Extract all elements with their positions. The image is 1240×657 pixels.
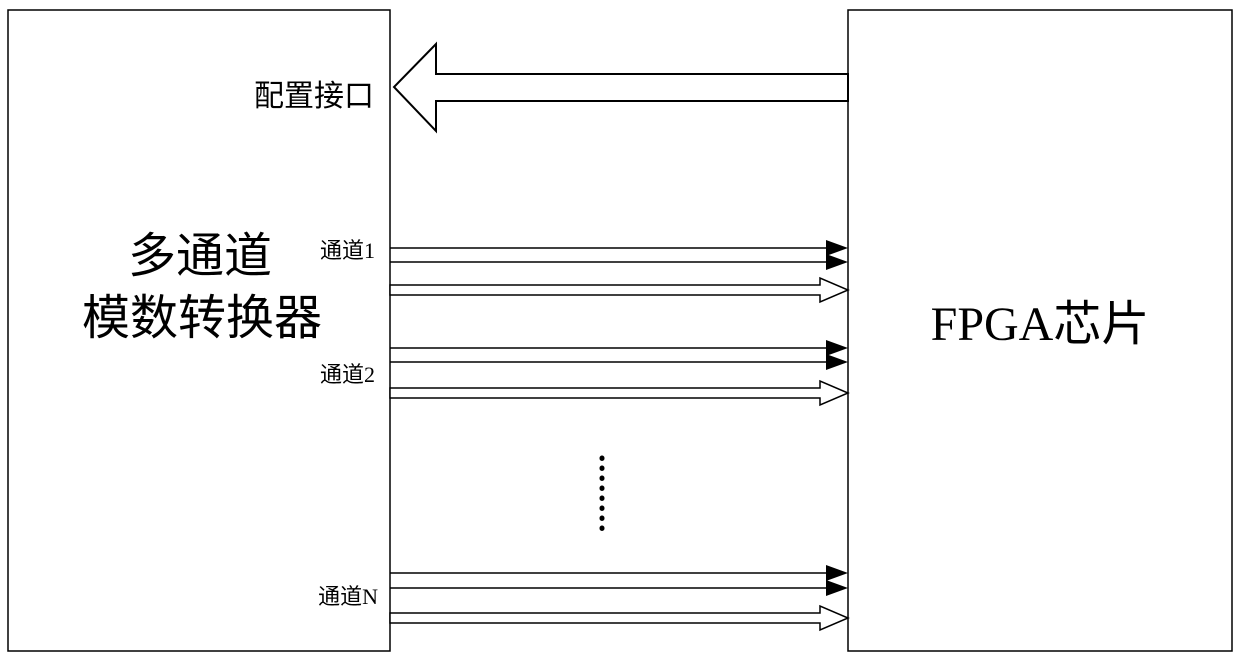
channel-n-arrowhead xyxy=(826,565,848,581)
channel-n-label: 通道N xyxy=(318,584,378,609)
channel-1-arrowhead xyxy=(826,254,848,270)
channel-n-arrowhead xyxy=(826,580,848,596)
fpga-block-border xyxy=(847,9,1233,652)
channel-1-data-bus-arrow xyxy=(389,276,850,304)
adc-block-border xyxy=(7,9,391,652)
channel-2-label: 通道2 xyxy=(320,362,375,387)
channel-1-label: 通道1 xyxy=(320,238,375,263)
adc-block-title-line2: 模数转换器 xyxy=(82,292,322,345)
adc-block-title-line1: 多通道 xyxy=(128,230,272,283)
channel-1-arrowhead xyxy=(826,240,848,256)
channel-n-data-bus-arrow xyxy=(389,604,850,632)
config-interface-label: 配置接口 xyxy=(254,80,374,113)
channel-2-arrowhead xyxy=(826,354,848,370)
config-interface-arrow xyxy=(392,41,849,134)
channel-2-data-bus-arrow xyxy=(389,379,850,407)
fpga-block-title: FPGA芯片 xyxy=(931,298,1150,351)
channel-2-arrowhead xyxy=(826,340,848,356)
